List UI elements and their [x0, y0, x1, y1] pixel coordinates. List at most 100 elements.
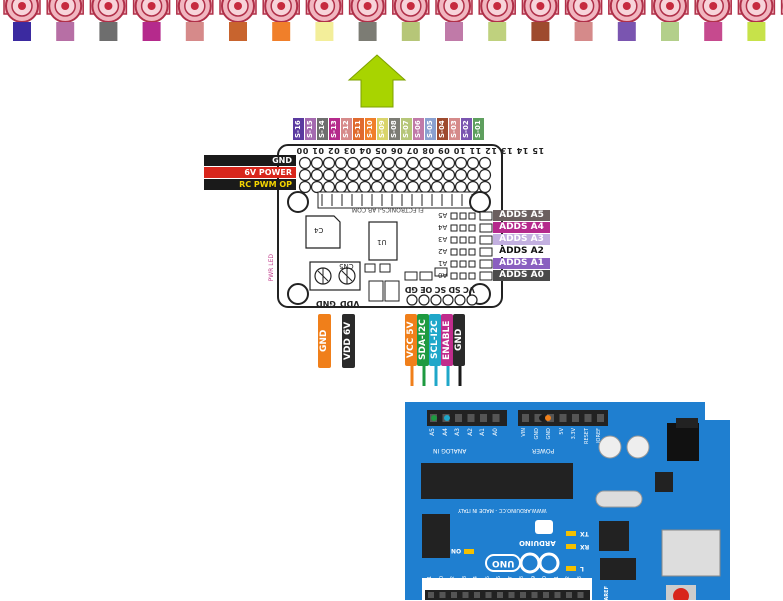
digital-pin-label: ~5: [484, 576, 491, 584]
servo-motor: [392, 0, 430, 41]
servo-motor: [305, 0, 344, 41]
digital-pin-label: ~3: [461, 576, 468, 584]
channel-label: S-12: [341, 118, 352, 140]
power-rail-label: RC PWM OP: [204, 179, 296, 190]
servo-motor: [521, 0, 560, 41]
digital-pin-label: ~10: [542, 576, 548, 587]
digital-pin-label: 7: [507, 576, 514, 580]
servo-motor: [89, 0, 128, 41]
analog-in-label: ANALOG IN: [433, 447, 467, 454]
power-tag: VDD 6V DC: [342, 314, 366, 368]
servo-motor: [262, 0, 300, 41]
address-label: ADDS A5: [493, 210, 550, 221]
mount-hole: [469, 191, 491, 213]
channel-label: S-02: [461, 118, 472, 140]
analog-pin-label: A1: [479, 428, 486, 436]
reset-button[interactable]: [673, 588, 689, 600]
digital-pin-label: 12: [565, 576, 571, 583]
servo-motor: [132, 0, 171, 41]
servo-motor: [564, 0, 603, 41]
address-label: ADDS A0: [493, 270, 550, 281]
servo-motor: [219, 0, 257, 41]
servo-motor: [348, 0, 387, 41]
power-pin-label: 3.3V: [571, 428, 577, 440]
channel-label: S-05: [425, 118, 436, 140]
power-tag: GND: [318, 314, 331, 368]
power-jack: [667, 423, 699, 461]
cn5-label: CN5: [339, 262, 354, 270]
servo-row: [3, 0, 783, 41]
gnd-terminal-label: GND: [316, 299, 336, 308]
capacitor-c4: [305, 215, 341, 249]
analog-pin-label: A2: [466, 428, 474, 436]
channel-label: S-01: [473, 118, 484, 140]
digital-pin-label: ~9: [530, 576, 537, 584]
power-pin-label: GND: [546, 428, 552, 440]
address-pin-label: A3: [438, 235, 448, 243]
address-pin-label: A1: [438, 259, 448, 267]
servo-motor: [46, 0, 84, 41]
address-label: ADDS A1: [493, 258, 550, 269]
power-pin-label: RESET: [583, 428, 590, 445]
uno-label: UNO: [492, 558, 515, 568]
header-numbers: 15 14 13 12 11 10 09 08 07 06 05 04 03 0…: [296, 146, 545, 155]
i2c-tag: SDA-I2C: [417, 314, 429, 366]
channel-label: S-08: [389, 118, 400, 140]
channel-label: S-11: [353, 118, 364, 140]
servo-motor: [435, 0, 473, 41]
on-led-label: ON: [451, 547, 462, 554]
digital-pin-label: 2: [450, 576, 456, 580]
channel-label: S-07: [401, 118, 412, 140]
l-led-label: L: [580, 565, 584, 572]
digital-pin-label: 8: [519, 576, 525, 580]
servo-motor: [608, 0, 646, 41]
usb-port: [661, 529, 721, 577]
servo-motor: [176, 0, 214, 41]
made-in-label: WWW.ARDUINO.CC - MADE IN ITALY: [458, 507, 547, 513]
digital-header: [425, 590, 590, 600]
i2c-tag: SCL-I2C: [429, 314, 441, 366]
address-label: ADDS A3: [493, 234, 550, 245]
analog-pin-label: A3: [454, 428, 461, 436]
rx-led-label: RX: [580, 543, 590, 550]
channel-label: S-15: [305, 118, 316, 140]
tx-led-label: TX: [580, 530, 589, 537]
vdd-terminal-label: VDD: [340, 299, 360, 308]
digital-pin-label: TX 1: [427, 576, 433, 588]
channel-label: S-06: [413, 118, 424, 140]
power-pin-label: VIN: [521, 428, 527, 437]
address-pin-label: A4: [438, 223, 448, 231]
i2c-tag: ENABLE: [441, 314, 453, 366]
power-rail-label: GND: [204, 155, 296, 166]
servo-motor: [780, 0, 783, 15]
chip-u1: [368, 221, 398, 261]
arduino-uno-board: [398, 386, 783, 600]
address-label: ADDS A2: [493, 246, 550, 257]
up-arrow-icon: [347, 54, 407, 108]
mount-hole: [287, 191, 309, 213]
analog-pin-label: A5: [429, 428, 436, 436]
servo-header-pins: [298, 156, 492, 209]
atmega-chip: [421, 463, 573, 499]
digital-pin-label: RX 0: [438, 576, 445, 588]
power-pin-label: IOREF: [596, 428, 602, 443]
address-pin-label: A0: [438, 271, 448, 279]
servo-motor: [3, 0, 41, 41]
power-pin-label: 5V: [558, 428, 565, 435]
power-rail-label: 6V POWER: [204, 167, 296, 178]
power-label: POWER: [532, 447, 555, 454]
servo-motor: [478, 0, 516, 41]
servo-driver-board: [277, 144, 503, 308]
channel-label: S-16: [293, 118, 304, 140]
channel-label: S-04: [437, 118, 448, 140]
aref-label: AREF: [604, 586, 610, 601]
channel-label: S-09: [377, 118, 388, 140]
i2c-pin-labels: VC SD SC OE GD: [405, 285, 475, 294]
address-pin-label: A2: [438, 247, 448, 255]
analog-pin-label: A0: [491, 428, 499, 436]
channel-label: S-13: [329, 118, 340, 140]
channel-label: S-14: [317, 118, 328, 140]
digital-pin-label: ~6: [496, 576, 502, 584]
pwr-led-label: PWR LED: [268, 254, 275, 282]
